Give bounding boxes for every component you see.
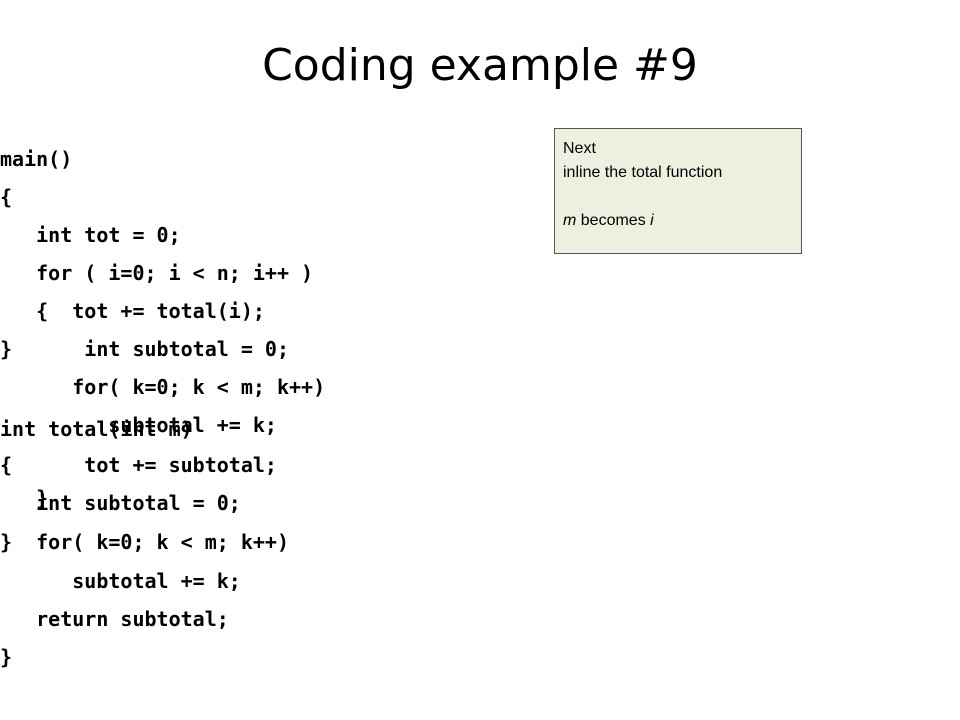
note-line: m becomes i [563, 209, 793, 233]
code-line: return subtotal; [0, 607, 229, 631]
code-line: } [0, 645, 13, 669]
note-line: Next [563, 140, 596, 157]
code-line: } int subtotal = 0; [0, 337, 289, 361]
note-line: inline the total function [563, 164, 723, 181]
code-line: subtotal += k; [0, 569, 241, 593]
code-line: { tot += total(i); [0, 299, 265, 323]
code-line: { tot += subtotal; [0, 453, 277, 477]
code-line: for ( i=0; i < n; i++ ) [0, 261, 314, 285]
code-line: int total(int m) [0, 417, 193, 441]
code-line: } for( k=0; k < m; k++) [0, 530, 289, 554]
code-line: { [0, 185, 13, 209]
code-line: int subtotal = 0; [0, 491, 241, 515]
code-line: int tot = 0; [0, 223, 181, 247]
note-text: becomes [576, 212, 651, 229]
code-line: subtotal += k; [0, 413, 277, 437]
note-blank-line [563, 185, 793, 209]
code-line: for( k=0; k < m; k++) [0, 375, 326, 399]
slide-title: Coding example #9 [262, 40, 698, 91]
note-variable-m: m [563, 212, 577, 229]
code-line: } [0, 486, 49, 510]
code-line: main() [0, 147, 73, 171]
note-box: Next inline the total function m becomes… [554, 128, 802, 254]
note-variable-i: i [650, 212, 654, 229]
